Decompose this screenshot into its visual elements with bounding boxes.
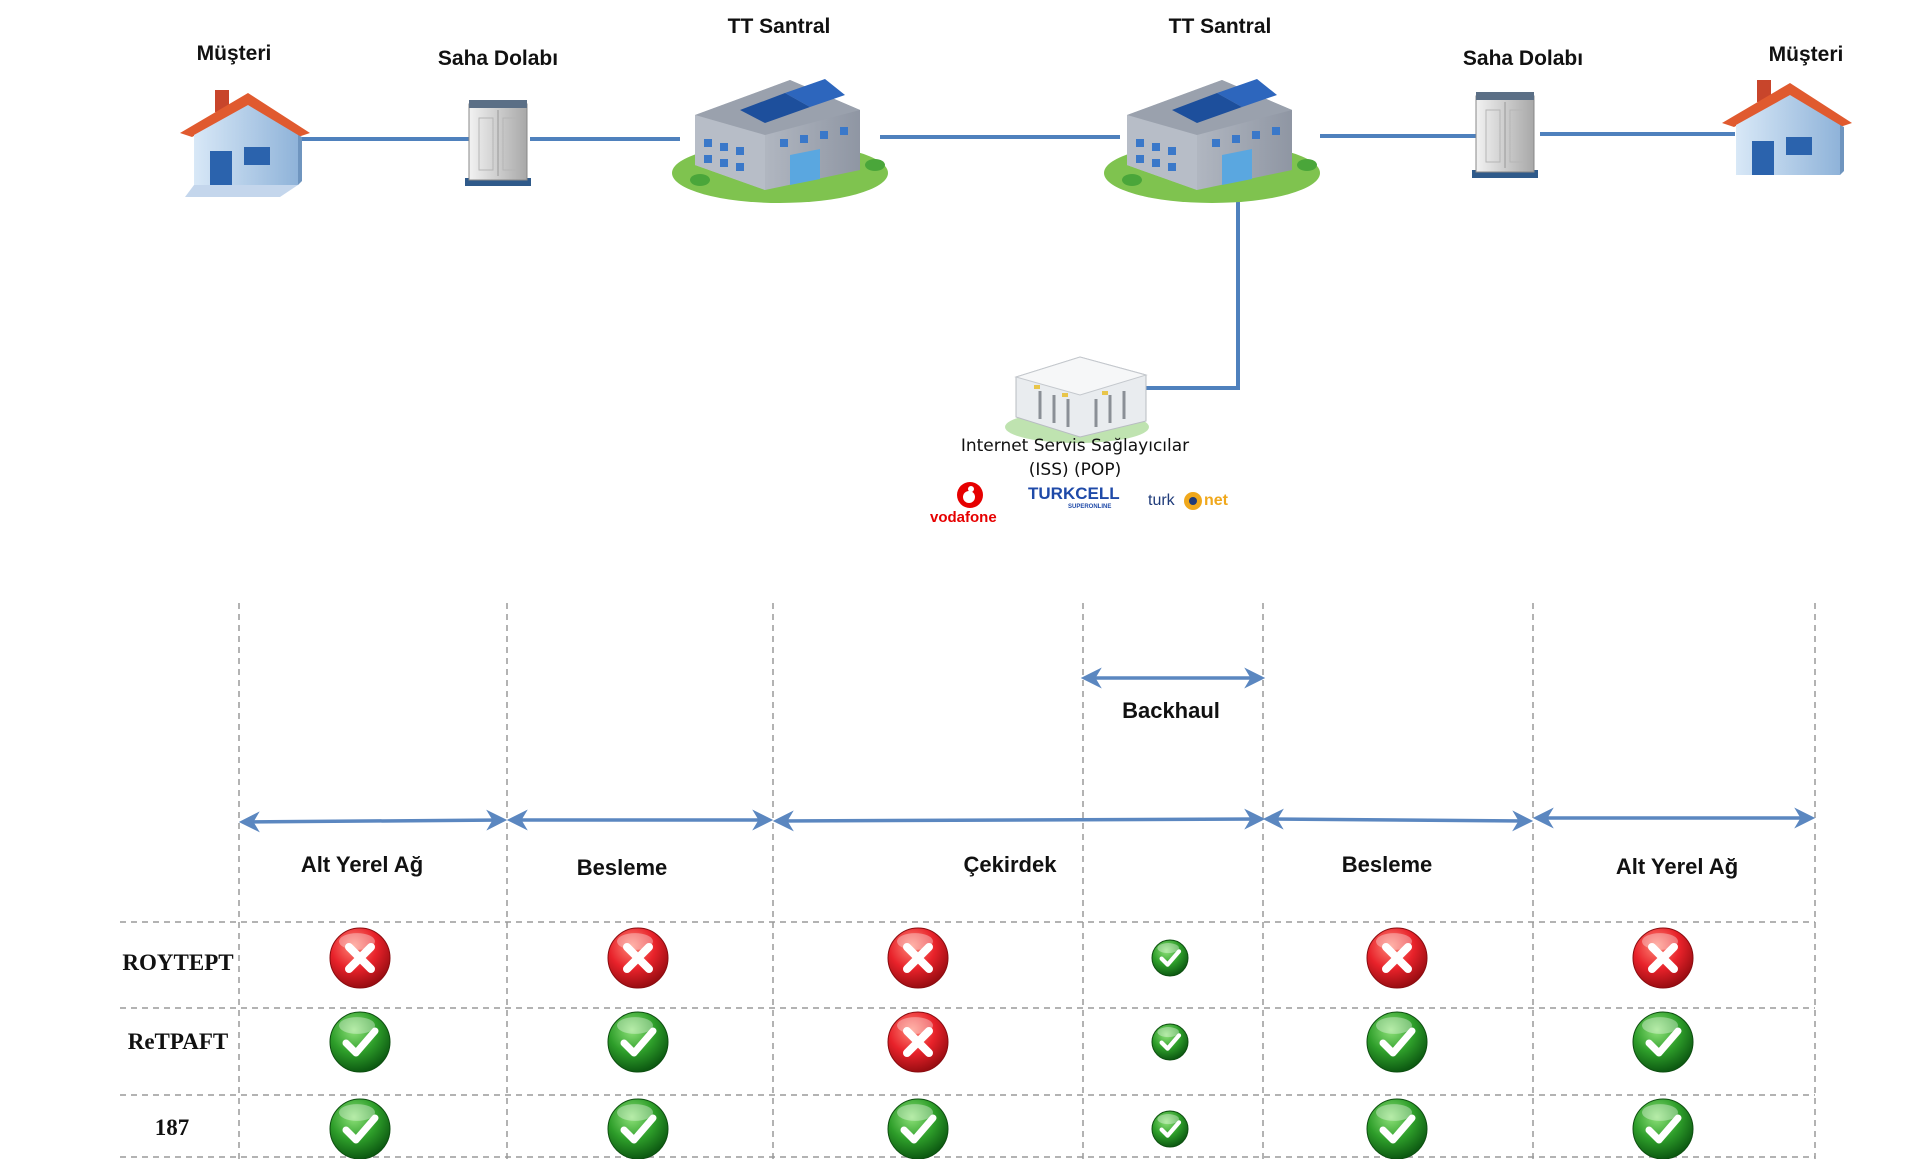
turkcell-wordmark: TURKCELL — [1028, 484, 1120, 503]
node-label-exchange-left: TT Santral — [727, 15, 831, 38]
segment-arrows — [238, 667, 1816, 833]
arrow-alt-yerel-ag-left — [238, 809, 508, 833]
cross-icon — [607, 927, 669, 989]
node-label-customer-left: Müşteri — [196, 42, 272, 65]
check-icon — [329, 1011, 391, 1073]
cabinet-icon — [1472, 92, 1538, 178]
row-label-retpaft: ReTPAFT — [127, 1029, 229, 1054]
exchange-building-icon — [672, 79, 888, 203]
turknet-logo: turk net — [1148, 490, 1238, 516]
segment-label-besleme-right: Besleme — [1341, 852, 1433, 877]
check-icon — [1366, 1011, 1428, 1073]
segment-label-alt-yerel-ag-right: Alt Yerel Ağ — [1615, 854, 1739, 879]
vodafone-logo: vodafone — [930, 480, 1010, 526]
node-label-cabinet-right: Saha Dolabı — [1462, 47, 1584, 70]
check-icon — [1366, 1098, 1428, 1159]
cabinet-icon — [465, 100, 531, 186]
house-icon — [180, 90, 310, 197]
check-icon — [1151, 1110, 1189, 1148]
isp-label-line2: (ISS) (POP) — [1028, 460, 1122, 480]
check-icon — [329, 1098, 391, 1159]
isp-label-line1: Internet Servis Sağlayıcılar — [960, 436, 1190, 456]
turknet-wordmark-a: turk — [1148, 492, 1175, 509]
check-icon — [1632, 1098, 1694, 1159]
house-icon — [1722, 80, 1852, 175]
turknet-logo-mark — [1184, 492, 1202, 510]
check-icon — [1632, 1011, 1694, 1073]
check-icon — [607, 1098, 669, 1159]
check-icon — [607, 1011, 669, 1073]
row-separators — [120, 921, 1815, 1158]
row-label-187: 187 — [154, 1115, 190, 1140]
check-icon — [887, 1098, 949, 1159]
exchange-building-icon — [1104, 79, 1320, 203]
row-label-roytept: ROYTEPT — [122, 950, 234, 975]
vodafone-logo-mark — [957, 482, 983, 508]
arrow-besleme-right — [1262, 808, 1534, 832]
cross-icon — [1632, 927, 1694, 989]
node-label-cabinet-left: Saha Dolabı — [437, 47, 559, 70]
cross-icon — [887, 927, 949, 989]
cross-icon — [329, 927, 391, 989]
segment-label-alt-yerel-ag-left: Alt Yerel Ağ — [300, 852, 424, 877]
matrix-icons — [329, 927, 1694, 1159]
check-icon — [1151, 1023, 1189, 1061]
cross-icon — [887, 1011, 949, 1073]
node-label-customer-right: Müşteri — [1768, 43, 1844, 66]
segment-label-backhaul: Backhaul — [1122, 698, 1220, 723]
cross-icon — [1366, 927, 1428, 989]
data-center-icon — [1005, 356, 1149, 443]
segment-label-cekirdek: Çekirdek — [963, 852, 1057, 877]
network-links — [298, 132, 1735, 390]
check-icon — [1151, 939, 1189, 977]
segment-boundaries — [238, 603, 1816, 1159]
vodafone-wordmark: vodafone — [930, 509, 997, 526]
link-exchange-isp — [1145, 190, 1240, 390]
turknet-wordmark-b: net — [1204, 492, 1228, 509]
turkcell-sub-wordmark: SUPERONLINE — [1068, 504, 1112, 510]
node-label-exchange-right: TT Santral — [1168, 15, 1272, 38]
segment-label-besleme-left: Besleme — [576, 855, 668, 880]
turkcell-logo: TURKCELL SUPERONLINE — [1028, 484, 1128, 520]
arrow-cekirdek — [772, 808, 1266, 832]
